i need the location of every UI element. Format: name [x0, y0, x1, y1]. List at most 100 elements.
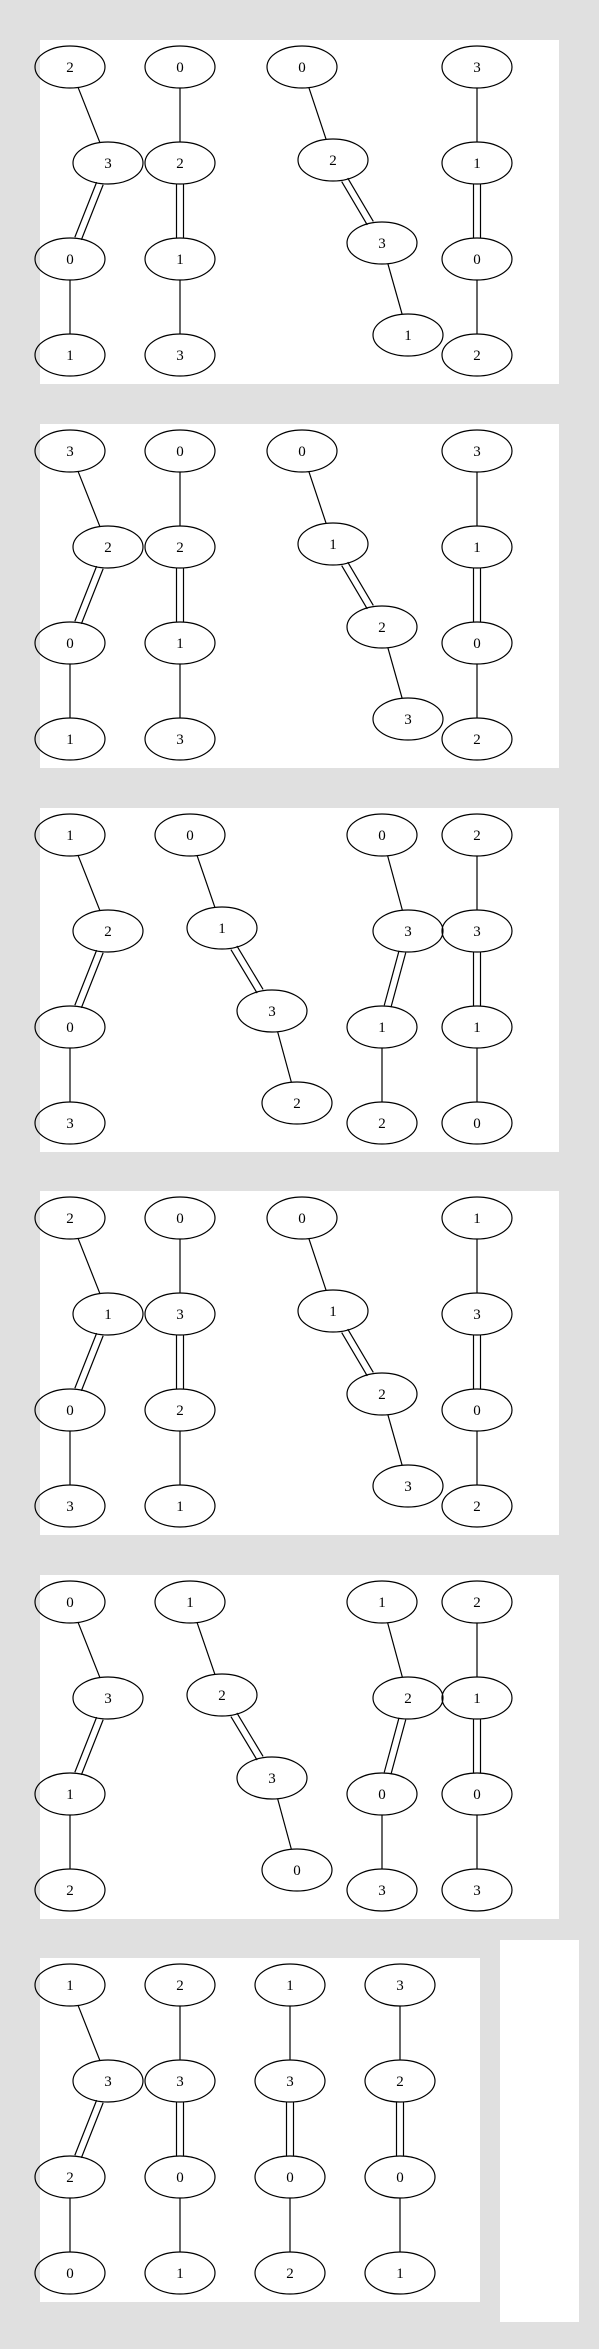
node-label: 2 — [378, 1116, 386, 1132]
edge-single — [77, 1622, 101, 1678]
node-label: 3 — [378, 236, 386, 252]
node-ellipse — [441, 1868, 513, 1912]
node-label: 0 — [176, 1211, 184, 1227]
panel-background — [40, 40, 559, 384]
node-ellipse — [34, 1484, 106, 1528]
node-ellipse — [144, 333, 216, 377]
edge-double — [175, 568, 185, 622]
edge-double — [383, 1717, 407, 1775]
edge-single — [387, 855, 403, 911]
node-ellipse — [34, 1868, 106, 1912]
edge-double — [472, 952, 482, 1006]
node-label: 3 — [473, 924, 481, 940]
node-label: 1 — [66, 1978, 74, 1994]
edge-line — [347, 561, 374, 606]
node-label: 0 — [293, 1863, 301, 1879]
edge-line — [80, 184, 104, 241]
node-ellipse — [34, 1772, 106, 1816]
node-ellipse — [266, 429, 338, 473]
edge-line — [230, 1716, 258, 1761]
edge-single — [308, 471, 327, 524]
edge-single — [308, 1238, 327, 1291]
node-label: 3 — [473, 444, 481, 460]
node-ellipse — [441, 237, 513, 281]
node-label: 3 — [473, 1883, 481, 1899]
node-label: 1 — [329, 537, 337, 553]
node-ellipse — [441, 1772, 513, 1816]
node-label: 2 — [66, 1211, 74, 1227]
node-ellipse — [34, 2155, 106, 2199]
node-label: 3 — [268, 1771, 276, 1787]
node-label: 1 — [473, 1691, 481, 1707]
node-label: 3 — [104, 1691, 112, 1707]
edge-single — [387, 1622, 403, 1678]
node-label: 3 — [404, 924, 412, 940]
node-ellipse — [372, 313, 444, 357]
edge-line — [74, 1332, 98, 1389]
node-ellipse — [72, 1676, 144, 1720]
node-label: 3 — [176, 348, 184, 364]
node-label: 2 — [176, 1978, 184, 1994]
panel-background — [40, 1191, 559, 1535]
node-ellipse — [72, 909, 144, 953]
node-label: 3 — [104, 156, 112, 172]
node-label: 2 — [473, 1499, 481, 1515]
panel-background — [40, 1575, 559, 1919]
edge-line — [80, 952, 104, 1009]
node-ellipse — [254, 2251, 326, 2295]
node-label: 1 — [473, 156, 481, 172]
node-ellipse — [346, 1772, 418, 1816]
edge-single — [77, 855, 101, 911]
node-label: 0 — [473, 636, 481, 652]
node-label: 2 — [378, 1387, 386, 1403]
edge-double — [175, 2102, 185, 2156]
node-ellipse — [34, 1388, 106, 1432]
node-ellipse — [144, 141, 216, 185]
node-ellipse — [346, 1101, 418, 1145]
edge-line — [74, 949, 98, 1006]
edge-single — [77, 2005, 101, 2061]
node-ellipse — [372, 1464, 444, 1508]
node-label: 1 — [176, 636, 184, 652]
node-ellipse — [144, 525, 216, 569]
node-ellipse — [372, 697, 444, 741]
edge-line — [341, 1332, 368, 1377]
node-ellipse — [441, 1676, 513, 1720]
edge-double — [472, 184, 482, 238]
node-label: 1 — [378, 1020, 386, 1036]
node-ellipse — [34, 333, 106, 377]
node-label: 0 — [473, 1787, 481, 1803]
node-ellipse — [346, 813, 418, 857]
edge-line — [390, 952, 407, 1008]
node-label: 2 — [66, 60, 74, 76]
node-label: 0 — [66, 2266, 74, 2282]
node-label: 2 — [473, 828, 481, 844]
edge-double — [74, 565, 104, 625]
edge-line — [74, 181, 98, 238]
node-ellipse — [34, 813, 106, 857]
node-ellipse — [441, 621, 513, 665]
node-label: 0 — [298, 444, 306, 460]
node-label: 1 — [66, 348, 74, 364]
edge-double — [74, 181, 104, 241]
node-label: 2 — [176, 156, 184, 172]
node-ellipse — [441, 1292, 513, 1336]
node-ellipse — [441, 1484, 513, 1528]
node-ellipse — [441, 141, 513, 185]
node-label: 2 — [176, 540, 184, 556]
node-label: 1 — [404, 328, 412, 344]
node-ellipse — [372, 909, 444, 953]
edge-double — [341, 1328, 374, 1377]
edge-line — [74, 565, 98, 622]
node-ellipse — [441, 717, 513, 761]
